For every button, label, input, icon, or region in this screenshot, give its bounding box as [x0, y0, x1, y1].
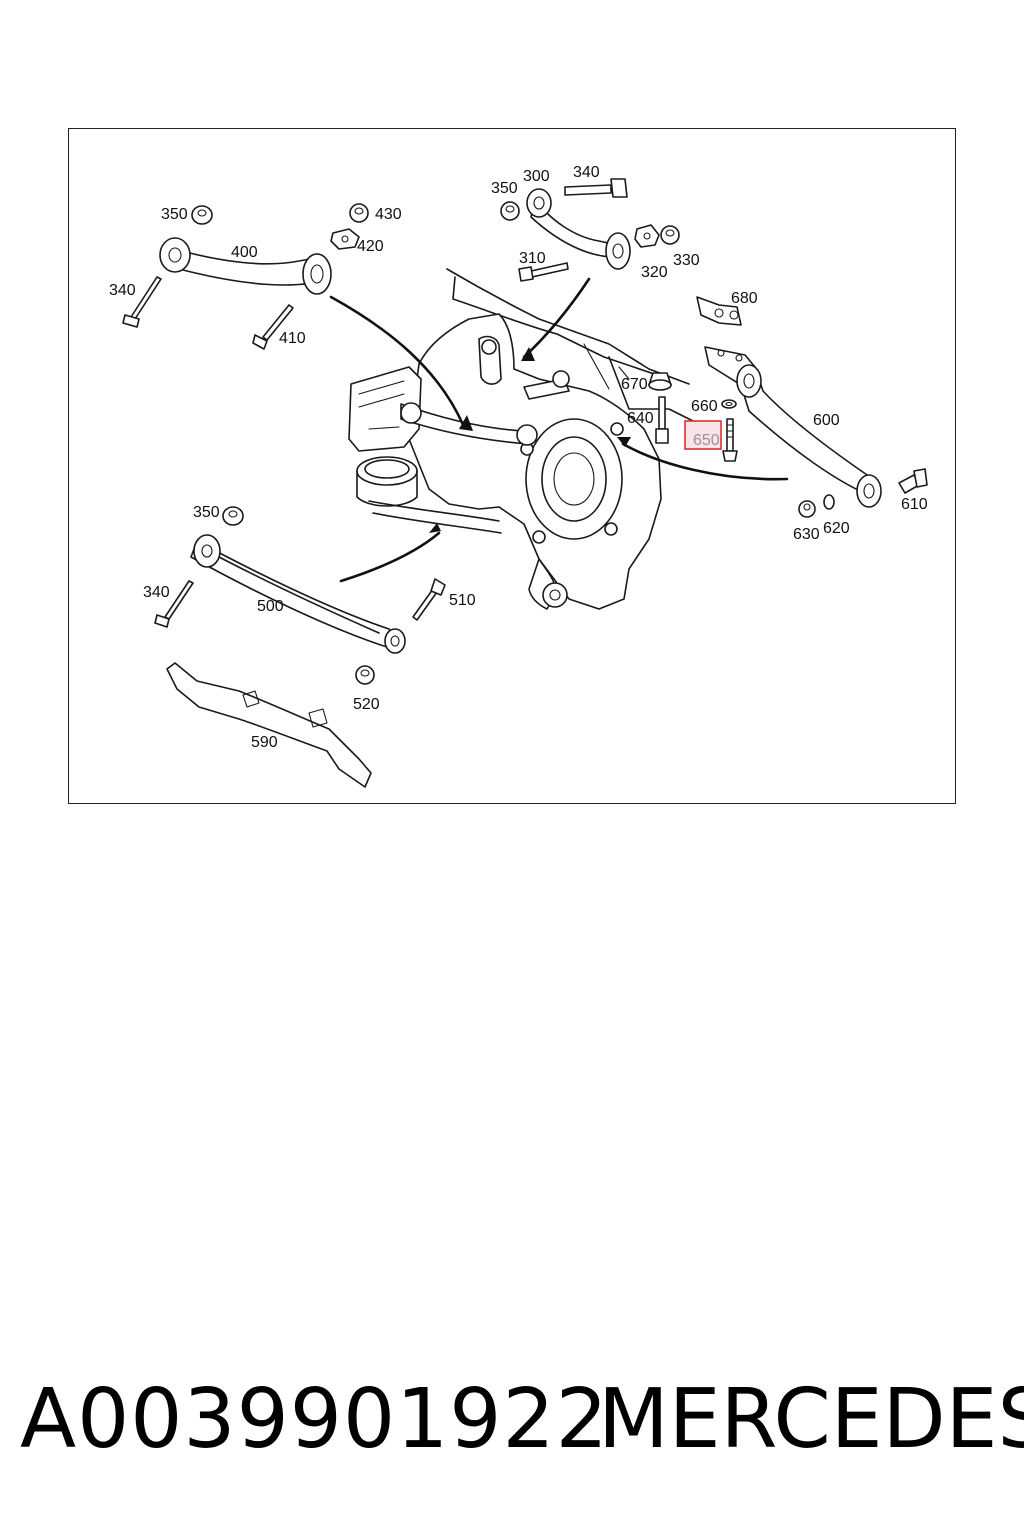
wheel-carrier-assembly — [348, 268, 710, 610]
label-300: 300 — [523, 168, 550, 185]
nut-350-top-middle — [500, 201, 520, 221]
label-510: 510 — [449, 592, 476, 609]
cover-590 — [166, 662, 372, 788]
exploded-parts-diagram: 350 400 430 420 340 410 350 300 340 310 … — [68, 128, 956, 804]
bolt-640 — [655, 396, 669, 444]
label-670: 670 — [621, 376, 648, 393]
label-410: 410 — [279, 330, 306, 347]
label-640: 640 — [627, 410, 654, 427]
washer-620 — [823, 494, 835, 510]
bolt-510 — [412, 578, 446, 621]
label-680: 680 — [731, 290, 758, 307]
label-350-top-middle: 350 — [491, 180, 518, 197]
washer-660 — [721, 399, 737, 409]
nut-330 — [660, 225, 680, 245]
label-650: 650 — [693, 432, 720, 449]
nut-350-lower — [222, 506, 244, 526]
label-600: 600 — [813, 412, 840, 429]
bolt-610 — [898, 468, 928, 494]
part-labels: 350 400 430 420 340 410 350 300 340 310 … — [109, 164, 928, 751]
label-420: 420 — [357, 238, 384, 255]
nut-430 — [349, 203, 369, 223]
nut-520 — [355, 665, 375, 685]
label-630: 630 — [793, 526, 820, 543]
label-620: 620 — [823, 520, 850, 537]
nut-350-top-left — [191, 205, 213, 225]
label-330: 330 — [673, 252, 700, 269]
assembly-arrows — [329, 277, 789, 583]
part-number: A0039901922 — [20, 1372, 609, 1467]
label-350-top-left: 350 — [161, 206, 188, 223]
control-arm-500 — [190, 534, 406, 654]
label-500: 500 — [257, 598, 284, 615]
footer-caption: A0039901922 MERCEDES — [0, 1372, 1024, 1472]
label-340-top: 340 — [573, 164, 600, 181]
label-610: 610 — [901, 496, 928, 513]
bolt-410 — [252, 304, 294, 350]
label-320: 320 — [641, 264, 668, 281]
bolt-650 — [722, 418, 738, 462]
suspension-drawing: 350 400 430 420 340 410 350 300 340 310 … — [109, 164, 928, 788]
control-arm-600 — [704, 346, 882, 508]
bolt-340-top — [564, 178, 628, 198]
control-arm-400 — [159, 237, 332, 295]
label-400: 400 — [231, 244, 258, 261]
bracket-680 — [696, 296, 742, 326]
highlight-box-650 — [684, 420, 722, 450]
label-660: 660 — [691, 398, 718, 415]
bolt-340-lower — [154, 580, 194, 628]
control-arm-300 — [526, 188, 631, 270]
label-340-left: 340 — [109, 282, 136, 299]
brand-name: MERCEDES — [598, 1372, 1024, 1467]
label-310: 310 — [519, 250, 546, 267]
label-340-lower: 340 — [143, 584, 170, 601]
eccentric-washer-420 — [330, 228, 360, 250]
label-590: 590 — [251, 734, 278, 751]
label-350-lower: 350 — [193, 504, 220, 521]
bolt-340-left — [122, 276, 162, 328]
nut-630 — [798, 500, 816, 518]
label-520: 520 — [353, 696, 380, 713]
nut-670 — [648, 372, 672, 391]
eccentric-washer-320 — [634, 224, 660, 248]
bolt-310 — [518, 262, 569, 282]
label-430: 430 — [375, 206, 402, 223]
